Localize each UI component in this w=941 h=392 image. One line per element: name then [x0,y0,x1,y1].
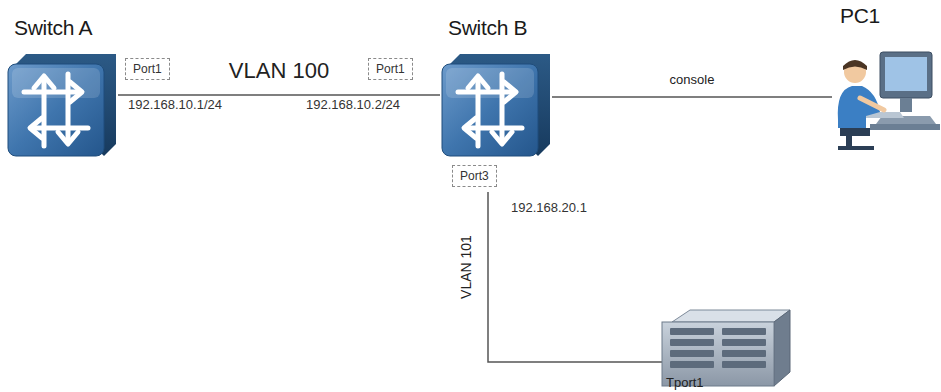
port-name: Port1 [133,62,162,76]
port-name: Tport1 [666,375,704,390]
switch-icon [8,54,116,156]
device-slot [722,339,766,346]
device: Tport1 [662,310,790,386]
port-name: Port1 [376,62,405,76]
device-slot [670,328,714,335]
ip-address: 192.168.10.1/24 [128,97,222,112]
link-label: console [668,72,717,87]
device-slot [670,361,714,368]
device-slot [670,350,714,357]
device-title: Switch B [448,16,527,40]
device-slot [722,361,766,368]
link-line [488,192,662,362]
link-label: VLAN 101 [458,233,474,301]
port-name: Port3 [460,169,489,183]
pc: PC1 [832,40,938,152]
port-box: Port1 [368,58,413,80]
switch: Switch A [6,52,118,158]
link-line [552,96,832,98]
ip-address: 192.168.10.2/24 [306,97,400,112]
port-box: Port1 [125,58,170,80]
device-slot [722,350,766,357]
ip-address: 192.168.20.1 [511,200,587,215]
pc-icon [838,52,940,150]
device-slot [722,328,766,335]
device-icon [662,310,790,386]
device-slot [670,339,714,346]
switch-icon [442,54,550,156]
device-title: Switch A [14,16,92,40]
port-box: Port3 [452,165,497,187]
device-title: PC1 [840,4,880,28]
link-line [118,94,440,96]
link-label: VLAN 100 [227,58,331,84]
